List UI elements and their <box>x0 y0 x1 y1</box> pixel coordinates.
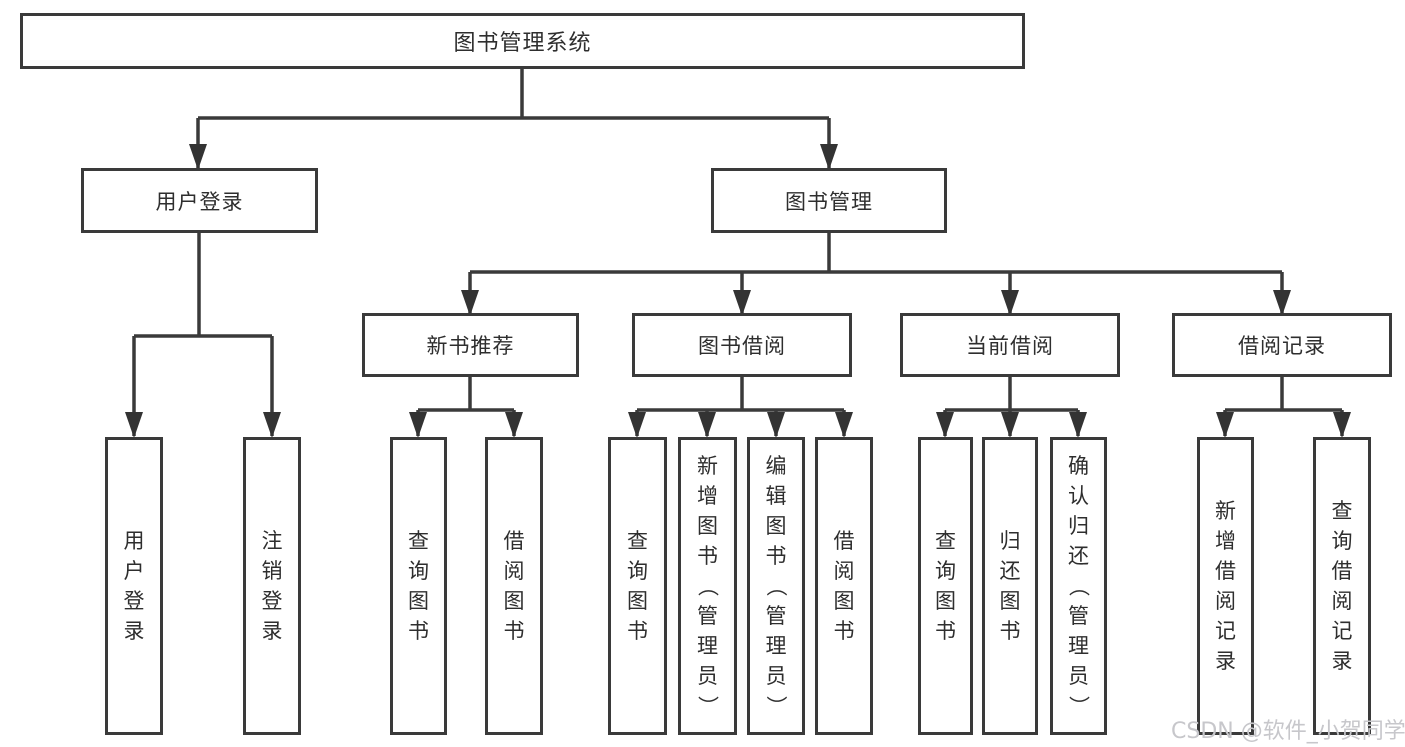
node-root: 图书管理系统 <box>20 13 1025 69</box>
leaf-edit-book-admin: 编辑图书（管理员） <box>747 437 805 735</box>
arrowhead-icon <box>409 412 427 438</box>
node-label: 当前借阅 <box>966 334 1054 358</box>
node-label: 图书管理 <box>785 189 873 214</box>
node-book-borrowing: 图书借阅 <box>632 313 852 377</box>
leaf-label: 归还图书 <box>999 529 1021 643</box>
node-label: 新书推荐 <box>426 334 515 358</box>
leaf-label: 查询图书 <box>408 529 429 643</box>
arrowhead-icon <box>628 412 646 438</box>
connector-lines <box>132 69 1344 436</box>
arrowhead-icon <box>733 290 751 316</box>
leaf-query-borrow-record: 查询借阅记录 <box>1313 437 1371 735</box>
leaf-label: 新增图书（管理员） <box>695 454 720 717</box>
leaf-add-book-admin: 新增图书（管理员） <box>678 437 737 735</box>
arrowhead-icon <box>1001 412 1019 438</box>
leaf-label: 用户登录 <box>123 529 145 643</box>
arrowhead-icon <box>1333 412 1351 438</box>
leaf-label: 查询图书 <box>627 529 648 643</box>
node-user-login: 用户登录 <box>81 168 318 233</box>
arrowhead-icon <box>461 290 479 316</box>
leaf-add-borrow-record: 新增借阅记录 <box>1197 437 1254 735</box>
watermark: CSDN @软件_小贺同学 <box>1171 719 1405 744</box>
node-label: 图书管理系统 <box>453 31 592 56</box>
arrowhead-icon <box>767 412 785 438</box>
leaf-label: 查询借阅记录 <box>1331 499 1353 673</box>
arrowhead-icon <box>698 412 716 438</box>
leaf-label: 注销登录 <box>261 529 283 643</box>
node-label: 图书借阅 <box>698 334 786 358</box>
arrowhead-icon <box>820 144 838 170</box>
leaf-query-books-borrow: 查询图书 <box>608 437 667 735</box>
leaf-label: 借阅图书 <box>503 529 525 643</box>
leaf-return-books: 归还图书 <box>982 437 1038 735</box>
leaf-query-books-recommend: 查询图书 <box>390 437 447 735</box>
leaf-borrow-books-recommend: 借阅图书 <box>485 437 543 735</box>
leaf-label: 新增借阅记录 <box>1215 499 1236 673</box>
leaf-label: 编辑图书（管理员） <box>764 454 788 717</box>
arrowhead-icon <box>505 412 523 438</box>
arrowhead-icon <box>1001 290 1019 316</box>
node-current-borrowing: 当前借阅 <box>900 313 1120 377</box>
leaf-query-books-current: 查询图书 <box>918 437 973 735</box>
leaf-user-login: 用户登录 <box>105 437 163 735</box>
node-label: 用户登录 <box>155 189 244 214</box>
leaf-borrow-books: 借阅图书 <box>815 437 873 735</box>
arrowhead-icon <box>189 144 207 170</box>
arrowhead-icon <box>125 412 143 438</box>
leaf-label: 借阅图书 <box>833 529 855 643</box>
node-book-management: 图书管理 <box>711 168 947 233</box>
arrowhead-icon <box>1273 290 1291 316</box>
leaf-label: 查询图书 <box>935 529 956 643</box>
node-borrowing-records: 借阅记录 <box>1172 313 1392 377</box>
leaf-label: 确认归还（管理员） <box>1066 454 1091 717</box>
leaf-confirm-return-admin: 确认归还（管理员） <box>1050 437 1107 735</box>
node-label: 借阅记录 <box>1238 334 1326 358</box>
arrowhead-icon <box>1069 412 1087 438</box>
arrowhead-icon <box>1216 412 1234 438</box>
node-new-book-recommendation: 新书推荐 <box>362 313 579 377</box>
arrowhead-icon <box>835 412 853 438</box>
arrowhead-icon <box>936 412 954 438</box>
arrowhead-icon <box>263 412 281 438</box>
leaf-logout: 注销登录 <box>243 437 301 735</box>
